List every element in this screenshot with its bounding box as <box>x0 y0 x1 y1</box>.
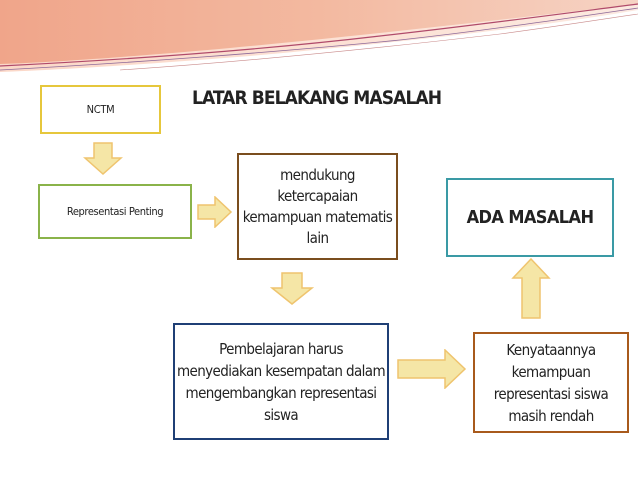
ada-masalah-box: ADA MASALAH <box>446 178 614 257</box>
arrow-down-mendukung-icon <box>270 272 314 305</box>
representasi-box: Representasi Penting <box>38 184 192 239</box>
ada-masalah-label: ADA MASALAH <box>466 207 594 228</box>
mendukung-box: mendukung ketercapaian kemampuan matemat… <box>237 153 398 260</box>
representasi-label: Representasi Penting <box>66 205 164 218</box>
kenyataannya-box: Kenyataannya kemampuan representasi sisw… <box>473 332 629 433</box>
arrow-right-representasi-icon <box>197 196 233 228</box>
pembelajaran-box: Pembelajaran harus menyediakan kesempata… <box>173 323 389 440</box>
nctm-box: NCTM <box>40 85 161 134</box>
arrow-down-nctm-icon <box>83 142 123 176</box>
header-decoration <box>0 0 638 72</box>
arrow-up-kenyataannya-icon <box>511 258 551 319</box>
kenyataannya-label: Kenyataannya kemampuan representasi sisw… <box>493 340 609 425</box>
arrow-right-pembelajaran-icon <box>397 349 467 389</box>
nctm-label: NCTM <box>86 103 115 116</box>
pembelajaran-label: Pembelajaran harus menyediakan kesempata… <box>176 339 386 424</box>
page-title: LATAR BELAKANG MASALAH <box>192 87 442 109</box>
mendukung-label: mendukung ketercapaian kemampuan matemat… <box>242 165 393 247</box>
